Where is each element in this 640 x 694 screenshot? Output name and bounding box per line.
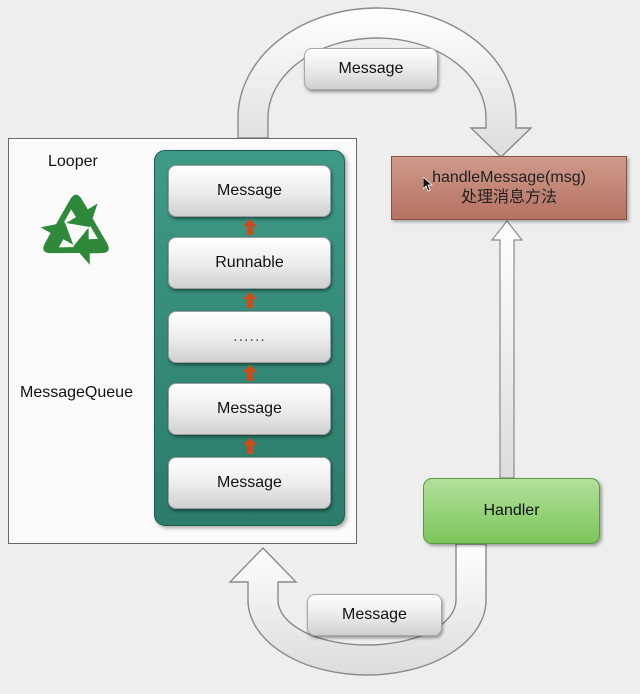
handler-box: Handler bbox=[423, 478, 600, 544]
bottom-message-pill: Message bbox=[307, 594, 442, 636]
vertical-arrow bbox=[490, 220, 524, 479]
up-arrow-icon bbox=[243, 365, 257, 381]
up-arrow-icon bbox=[243, 292, 257, 308]
bottom-arc-arrow bbox=[228, 543, 487, 676]
handle-message-method: handleMessage(msg) bbox=[432, 169, 586, 186]
looper-label: Looper bbox=[48, 153, 98, 170]
queue-item: Message bbox=[168, 457, 331, 509]
handle-message-caption: 处理消息方法 bbox=[460, 189, 557, 206]
queue-item: Message bbox=[168, 165, 331, 217]
queue-item: ...... bbox=[168, 311, 331, 363]
up-arrow-icon bbox=[243, 219, 257, 235]
recycle-icon bbox=[40, 194, 109, 265]
top-message-pill: Message bbox=[304, 48, 438, 90]
cursor-icon bbox=[423, 177, 433, 192]
message-queue-label: MessageQueue bbox=[20, 384, 133, 401]
queue-item: Message bbox=[168, 383, 331, 435]
up-arrow-icon bbox=[243, 438, 257, 454]
handle-message-box: handleMessage(msg) 处理消息方法 bbox=[391, 156, 627, 220]
queue-item: Runnable bbox=[168, 237, 331, 289]
